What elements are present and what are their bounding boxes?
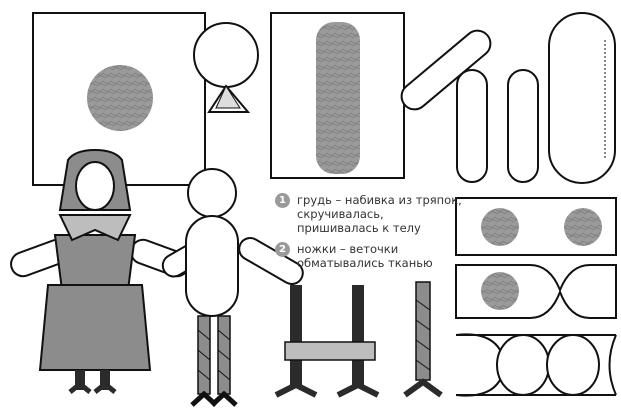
face (76, 162, 114, 210)
skirt (40, 285, 150, 370)
stick-legs (276, 282, 441, 395)
body-head (188, 169, 236, 217)
rolled-cloth-parts (396, 13, 615, 183)
chest-stuffing-panel (271, 13, 404, 178)
arm-roll-left (457, 70, 487, 182)
legend-text-1: грудь – набивка из тряпок, скручивалась,… (297, 193, 467, 235)
body-torso (186, 216, 238, 316)
strip-two-balls (456, 198, 616, 255)
legend-text-2: ножки – веточки обматывались тканью (297, 242, 467, 270)
tied-balls-chain (456, 334, 616, 395)
legend-number-1: 1 (275, 193, 290, 208)
arm-roll-right (508, 70, 538, 182)
chest-stuffing-roll (316, 22, 360, 174)
twisted-strip (456, 265, 616, 318)
stuffing-ball (87, 65, 153, 131)
legend-number-2: 2 (275, 242, 290, 257)
blouse (55, 235, 135, 290)
